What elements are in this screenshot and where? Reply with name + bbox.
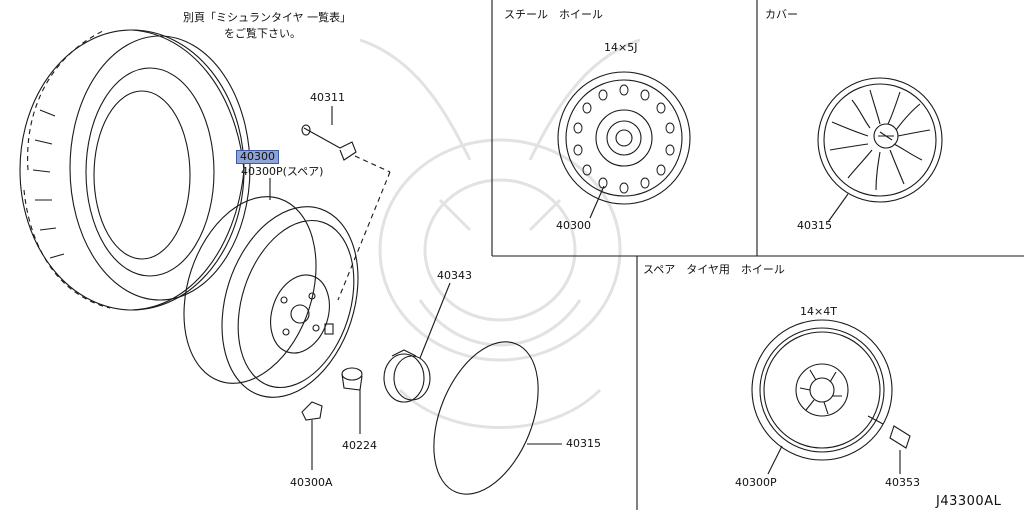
part-label-40300a[interactable]: 40300A bbox=[290, 476, 333, 489]
wheel-cover-drawing bbox=[817, 77, 943, 223]
part-label-40300-steel[interactable]: 40300 bbox=[556, 219, 591, 232]
spare-wheel-panel-title: スペア タイヤ用 ホイール bbox=[643, 263, 785, 276]
balance-weight-drawing bbox=[301, 401, 323, 470]
cover-panel-title: カバー bbox=[765, 8, 798, 21]
steel-wheel-size: 14×5J bbox=[604, 41, 638, 54]
part-label-40343[interactable]: 40343 bbox=[437, 269, 472, 282]
steel-wheel-panel-title: スチール ホイール bbox=[504, 8, 603, 21]
part-label-40224[interactable]: 40224 bbox=[342, 439, 377, 452]
part-label-40300p[interactable]: 40300P bbox=[735, 476, 777, 489]
part-label-40315-disc[interactable]: 40315 bbox=[566, 437, 601, 450]
panel-frame bbox=[491, 0, 1024, 510]
steel-wheel-drawing bbox=[557, 71, 691, 219]
part-label-40311[interactable]: 40311 bbox=[310, 91, 345, 104]
catalog-note-line2: をご覧下さい。 bbox=[224, 27, 301, 40]
wheel-drawing bbox=[183, 196, 359, 398]
catalog-note-line1: 別頁「ミシュランタイヤ 一覧表」 bbox=[183, 11, 352, 24]
valve-drawing bbox=[301, 124, 391, 301]
spare-wheel-size: 14×4T bbox=[800, 305, 837, 318]
hub-cap-drawing bbox=[383, 282, 451, 403]
leader-lines bbox=[269, 106, 333, 200]
tire-drawing bbox=[19, 29, 251, 311]
part-label-40353[interactable]: 40353 bbox=[885, 476, 920, 489]
spare-wheel-drawing bbox=[751, 319, 911, 475]
part-label-40315-cover[interactable]: 40315 bbox=[797, 219, 832, 232]
disc-cover-drawing bbox=[433, 341, 562, 495]
part-label-40300p-spare[interactable]: 40300P(スペア) bbox=[241, 165, 324, 178]
nut-drawing bbox=[341, 367, 363, 434]
part-label-40300-selected[interactable]: 40300 bbox=[236, 150, 279, 164]
watermark-emblem bbox=[359, 38, 641, 429]
drawing-code: J43300AL bbox=[936, 494, 1002, 509]
